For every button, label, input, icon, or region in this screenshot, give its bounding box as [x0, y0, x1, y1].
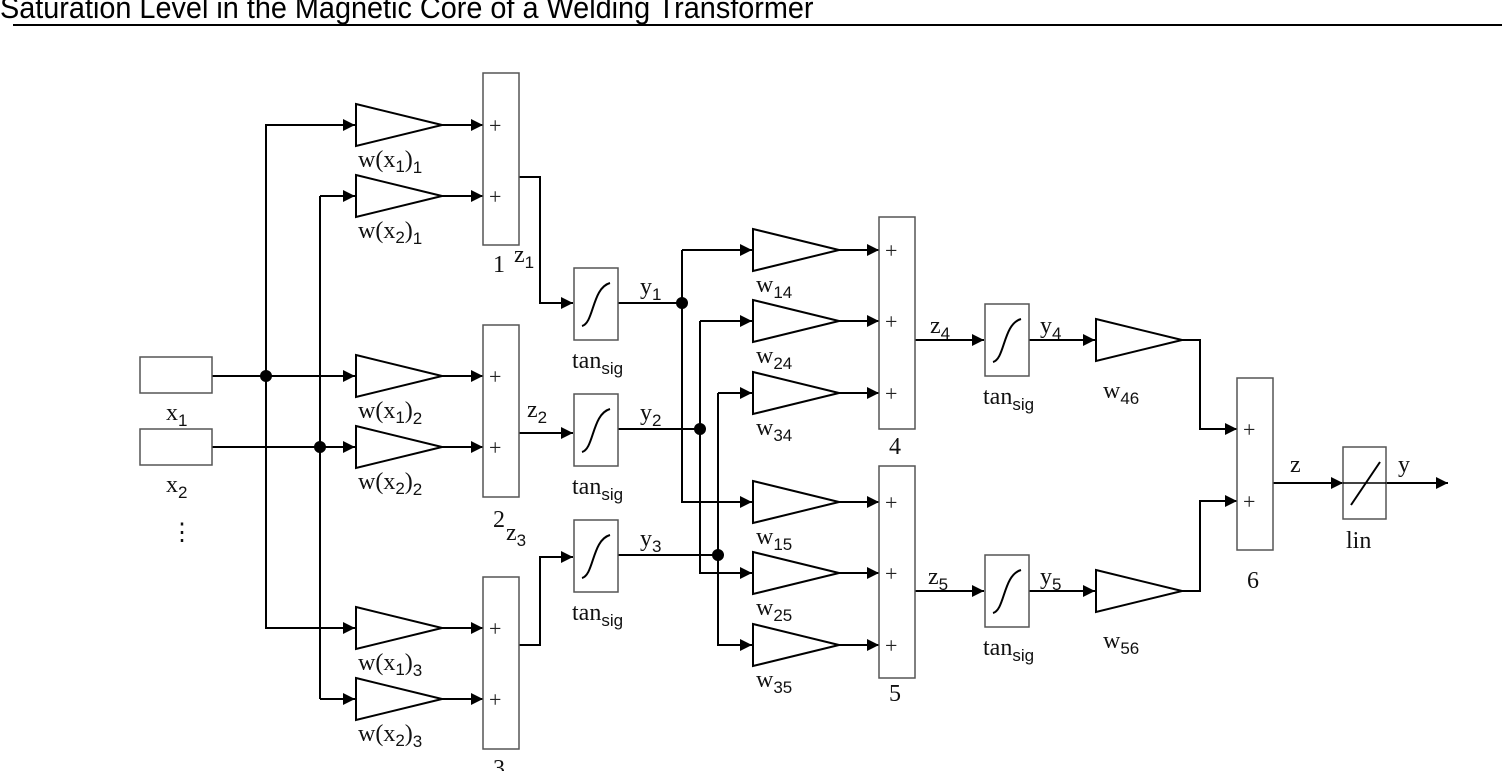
tansig-block-1	[573, 267, 619, 341]
tansig-block-5	[984, 554, 1030, 628]
y1-to-w15	[681, 250, 752, 508]
summer-number: 6	[1247, 568, 1259, 594]
gain-block-layer2	[752, 370, 840, 416]
gain-block-w46	[1095, 317, 1183, 363]
plus-sign: +	[885, 381, 897, 406]
input-block-x2	[139, 428, 213, 466]
sigmoid-curve-icon	[581, 408, 611, 453]
y-output-label: y	[1398, 452, 1410, 478]
plus-sign: +	[489, 364, 501, 389]
gain-block-layer2	[752, 550, 840, 596]
gain-block-layer1	[355, 102, 443, 148]
y2-to-w25	[699, 321, 752, 579]
z1-label: z1	[514, 242, 534, 272]
plus-sign: +	[489, 687, 501, 712]
gain-block-layer1	[355, 173, 443, 219]
plus-sign: +	[1243, 489, 1255, 514]
plus-sign: +	[885, 238, 897, 263]
summer-number: 5	[889, 681, 901, 707]
page-title: Saturation Level in the Magnetic Core of…	[0, 0, 814, 25]
activation-label: tansig	[572, 600, 623, 630]
summer-number: 2	[493, 507, 505, 533]
plus-sign: +	[1243, 417, 1255, 442]
gain-block-layer1	[355, 353, 443, 399]
z1-wire	[519, 176, 573, 309]
y3-label: y3	[640, 526, 661, 556]
gain-block-layer1	[355, 676, 443, 722]
weight-label: w34	[756, 415, 792, 445]
weight-label: w(x1)3	[358, 650, 422, 680]
gain-block-layer1	[355, 424, 443, 470]
tansig-block-4	[984, 303, 1030, 377]
z2-label: z2	[527, 397, 547, 427]
plus-sign: +	[885, 561, 897, 586]
weight-label: w15	[756, 524, 792, 554]
summer-block-5	[878, 465, 916, 679]
gain-block-w56	[1095, 568, 1183, 614]
weight-label: w24	[756, 343, 792, 373]
weight-label: w(x1)1	[358, 147, 422, 177]
weight-label: w(x2)1	[358, 218, 422, 248]
z5-label: z5	[928, 564, 948, 594]
w56-to-summer6	[1182, 495, 1237, 592]
input-label-x1: x1	[166, 400, 187, 430]
summer-block-1	[482, 72, 520, 246]
plus-sign: +	[885, 309, 897, 334]
plus-sign: +	[885, 490, 897, 515]
summer-number: 1	[493, 252, 505, 278]
title-divider	[13, 24, 1502, 26]
weight-label: w25	[756, 595, 792, 625]
gain-block-layer2	[752, 479, 840, 525]
gain-block-layer2	[752, 298, 840, 344]
plus-sign: +	[489, 113, 501, 138]
y3-to-w35	[717, 393, 752, 651]
summer-block-2	[482, 324, 520, 498]
gain-block-layer2	[752, 227, 840, 273]
z3-label: z3	[506, 520, 526, 550]
sigmoid-curve-icon	[992, 318, 1022, 363]
weight-label: w14	[756, 272, 792, 302]
sigmoid-curve-icon	[581, 534, 611, 579]
input-ellipsis: ⋮	[170, 520, 194, 546]
plus-sign: +	[885, 633, 897, 658]
activation-label: tansig	[572, 474, 623, 504]
weight-label-w56: w56	[1103, 628, 1139, 658]
activation-label: tansig	[983, 384, 1034, 414]
w46-to-summer6	[1182, 339, 1237, 435]
tansig-block-2	[573, 393, 619, 467]
sigmoid-curve-icon	[992, 569, 1022, 614]
y4-label: y4	[1040, 313, 1061, 343]
input-block-x1	[139, 356, 213, 394]
plus-sign: +	[489, 435, 501, 460]
weight-label: w(x2)2	[358, 469, 422, 499]
z-label: z	[1290, 452, 1301, 478]
weight-label: w(x2)3	[358, 721, 422, 751]
plus-sign: +	[489, 616, 501, 641]
activation-label: tansig	[572, 348, 623, 378]
summer-number: 3	[493, 756, 505, 771]
y1-label: y1	[640, 274, 661, 304]
gain-block-layer1	[355, 605, 443, 651]
y2-label: y2	[640, 400, 661, 430]
lin-label: lin	[1346, 528, 1371, 554]
summer-number: 4	[889, 434, 901, 460]
gain-block-layer2	[752, 622, 840, 668]
summer-block-3	[482, 576, 520, 750]
z4-label: z4	[930, 313, 950, 343]
y5-label: y5	[1040, 564, 1061, 594]
summer-block-6	[1236, 377, 1274, 551]
weight-label-w46: w46	[1103, 378, 1139, 408]
sigmoid-curve-icon	[581, 282, 611, 327]
activation-label: tansig	[983, 635, 1034, 665]
input-label-x2: x2	[166, 472, 187, 502]
summer-block-4	[878, 216, 916, 430]
weight-label: w(x1)2	[358, 398, 422, 428]
plus-sign: +	[489, 184, 501, 209]
weight-label: w35	[756, 667, 792, 697]
z3-wire	[519, 551, 573, 646]
tansig-block-3	[573, 519, 619, 593]
